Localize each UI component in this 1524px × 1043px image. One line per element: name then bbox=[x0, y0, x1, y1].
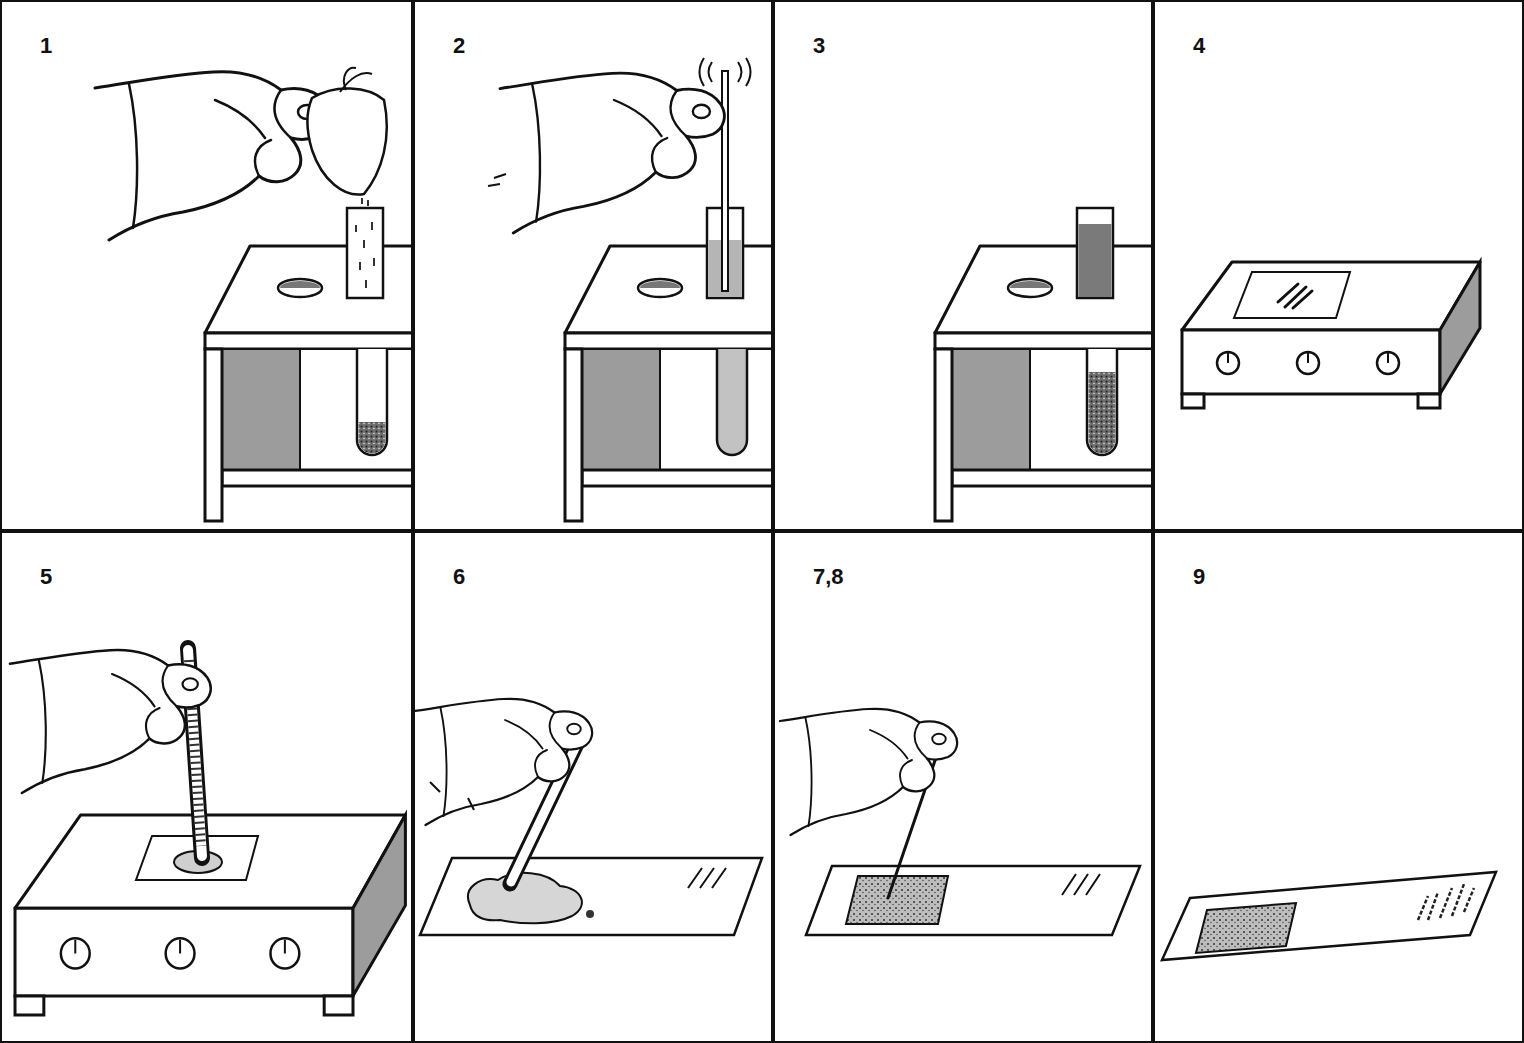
test-tube bbox=[357, 349, 387, 455]
glass-rod bbox=[721, 70, 729, 292]
hot-plate bbox=[15, 815, 405, 1015]
motion-marks bbox=[430, 782, 474, 810]
motion-marks bbox=[700, 58, 751, 86]
sample-bag bbox=[308, 88, 387, 194]
step-panel: 6 bbox=[413, 531, 773, 1043]
tube-liquid bbox=[1079, 224, 1112, 297]
panel-one-art bbox=[95, 68, 411, 521]
panel-five-art bbox=[10, 648, 405, 1015]
step-number: 5 bbox=[40, 565, 52, 589]
step-number: 2 bbox=[453, 34, 465, 58]
tube-rack bbox=[935, 246, 1151, 521]
motion-marks bbox=[488, 174, 506, 186]
step-number: 9 bbox=[1193, 565, 1205, 589]
panel-four-art bbox=[1182, 262, 1480, 408]
step-panel: 4 bbox=[1153, 0, 1524, 531]
slide-marks bbox=[1062, 874, 1100, 895]
sample-smear bbox=[1196, 903, 1296, 953]
microscope-slide bbox=[806, 866, 1140, 935]
microscope-slide bbox=[1162, 872, 1496, 960]
panel-seven-eight-art bbox=[780, 709, 1140, 935]
step-panel: 7,8 bbox=[773, 531, 1153, 1043]
gloved-hand bbox=[500, 73, 724, 233]
step-panel: 5 bbox=[0, 531, 413, 1043]
sample-smear bbox=[846, 876, 948, 924]
step-panel: 1 bbox=[0, 0, 413, 531]
panel-nine-art bbox=[1162, 872, 1496, 960]
glass-rod bbox=[723, 72, 727, 290]
sample-drop bbox=[586, 910, 594, 918]
test-tube bbox=[717, 349, 747, 455]
bag-tie bbox=[340, 68, 372, 92]
step-number: 7,8 bbox=[813, 565, 844, 589]
smear-marks bbox=[1278, 284, 1312, 308]
test-tube bbox=[1087, 349, 1117, 455]
step-number: 6 bbox=[453, 565, 465, 589]
step-panel: 9 bbox=[1153, 531, 1524, 1043]
panel-six-art bbox=[415, 699, 762, 935]
gloved-hand bbox=[780, 709, 957, 835]
test-tube bbox=[347, 208, 383, 298]
step-number: 4 bbox=[1193, 34, 1205, 58]
slide-marks bbox=[688, 868, 726, 888]
microscope-slide bbox=[420, 858, 762, 935]
step-panel: 2 bbox=[413, 0, 773, 531]
sample-smear bbox=[468, 873, 582, 923]
panel-three-art bbox=[935, 208, 1151, 521]
gloved-hand bbox=[415, 699, 592, 825]
gloved-hand bbox=[10, 650, 211, 793]
gloved-hand bbox=[95, 72, 331, 240]
step-panel: 3 bbox=[773, 0, 1153, 531]
microscope-slide bbox=[1234, 272, 1350, 318]
slide-label-marks bbox=[1418, 884, 1474, 920]
step-number: 1 bbox=[40, 34, 52, 58]
panel-two-art bbox=[488, 58, 771, 521]
hot-plate bbox=[1182, 262, 1480, 408]
falling-granules bbox=[362, 198, 368, 206]
sample-sediment bbox=[359, 422, 386, 454]
sample-sediment bbox=[1089, 372, 1116, 454]
granules bbox=[356, 222, 374, 288]
test-tube bbox=[1077, 208, 1113, 298]
step-number: 3 bbox=[813, 34, 825, 58]
